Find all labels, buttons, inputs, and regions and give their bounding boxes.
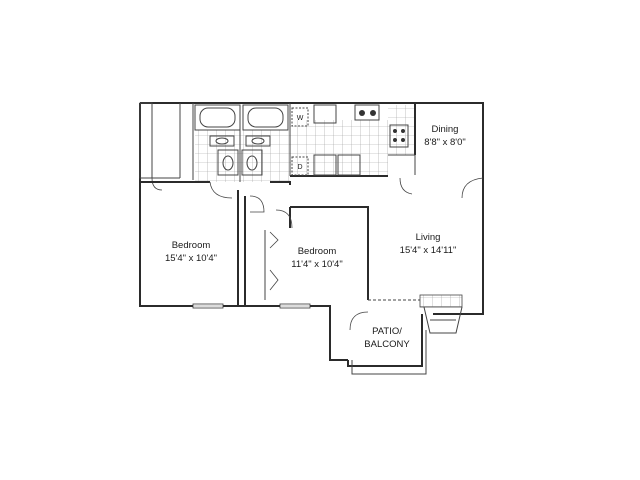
patio-label-line2: BALCONY [364, 339, 410, 350]
dryer-label: D [297, 164, 302, 171]
stove-icon [389, 124, 409, 148]
room-labels: Dining 8'8" x 8'0" Living 15'4" x 14'11"… [165, 124, 466, 350]
bedroom1-name: Bedroom [172, 240, 211, 251]
sink-basin-right [370, 110, 376, 116]
kitchen [313, 104, 409, 176]
sink-icon [354, 104, 380, 121]
washer-label: W [297, 115, 304, 122]
living-size: 15'4" x 14'11" [400, 245, 457, 256]
bathroom-1 [194, 104, 241, 176]
sink-basin-left [359, 110, 365, 116]
door-swings [209, 177, 484, 331]
refrigerator-icon [313, 154, 337, 176]
patio-area [368, 294, 463, 334]
interior-walls [140, 103, 416, 306]
dining-name: Dining [432, 124, 459, 135]
dishwasher-icon [337, 154, 361, 176]
windows [192, 303, 311, 309]
exterior-walls [139, 102, 484, 375]
laundry: W D [291, 107, 309, 176]
tile-floor [195, 105, 415, 182]
bedroom1-size: 15'4" x 10'4" [165, 253, 217, 264]
bedroom2-size: 11'4" x 10'4" [291, 259, 342, 270]
patio-label-line1: PATIO/ [372, 326, 402, 337]
bathroom-2 [239, 104, 289, 182]
dining-size: 8'8" x 8'0" [424, 137, 466, 148]
living-name: Living [416, 232, 441, 243]
bedroom2-name: Bedroom [298, 246, 337, 257]
closet-left [139, 102, 194, 191]
